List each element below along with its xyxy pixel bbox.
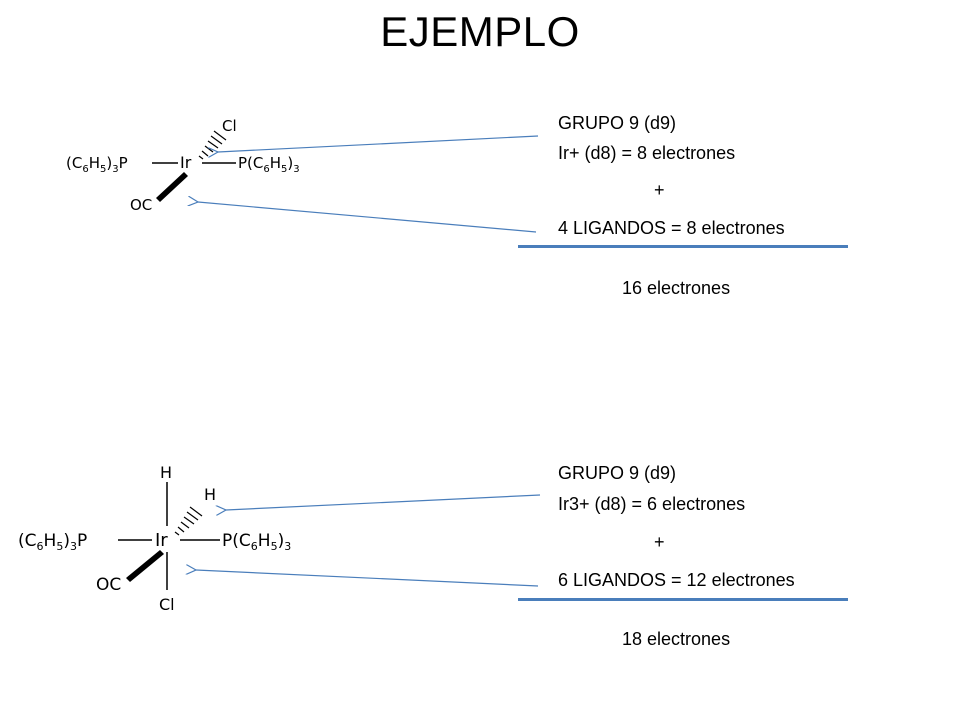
ex1-sum-rule [518, 245, 848, 248]
mol1-carbonyl-label: OC [130, 196, 152, 214]
molecule-2-structure: H (C6H5)3P Ir P(C6H5)3 H OC Cl [18, 463, 291, 614]
mol2-wedge-bond-co [126, 550, 164, 582]
mol2-diag-hydride-label: H [204, 485, 216, 504]
mol2-center-metal: Ir [155, 530, 168, 551]
mol2-hashed-bond-h [174, 506, 203, 536]
slide-title: EJEMPLO [380, 8, 580, 55]
ex1-ligand-electrons: 4 LIGANDOS = 8 electrones [558, 218, 785, 238]
mol1-wedge-bond-co [156, 172, 188, 202]
ex2-arrow-metal [226, 494, 541, 510]
mol1-left-ligand: (C6H5)3P [66, 154, 128, 175]
ex2-plus-sign: + [654, 532, 665, 552]
mol1-chloride-label: Cl [222, 117, 237, 135]
ex1-metal-electrons: Ir+ (d8) = 8 electrones [558, 143, 736, 163]
ex1-total-electrons: 16 electrones [622, 278, 731, 298]
ex1-group-label: GRUPO 9 (d9) [558, 113, 677, 133]
ex2-arrow-ligands [196, 570, 539, 587]
mol2-right-ligand: P(C6H5)3 [222, 531, 291, 553]
mol2-bottom-chloride-label: Cl [159, 595, 175, 614]
ex1-plus-sign: + [654, 180, 665, 200]
molecule-1-structure: (C6H5)3P Ir P(C6H5)3 Cl OC [66, 117, 300, 214]
mol1-center-metal: Ir [180, 153, 192, 172]
ex2-total-electrons: 18 electrones [622, 629, 731, 649]
ex2-sum-rule [518, 598, 848, 601]
ex2-metal-electrons: Ir3+ (d8) = 6 electrones [558, 494, 746, 514]
mol1-right-ligand: P(C6H5)3 [238, 154, 300, 175]
mol2-top-hydride-label: H [160, 463, 172, 482]
ex1-arrow-metal [218, 135, 539, 152]
ex2-ligand-electrons: 6 LIGANDOS = 12 electrones [558, 570, 795, 590]
ex2-group-label: GRUPO 9 (d9) [558, 463, 677, 483]
mol2-left-ligand: (C6H5)3P [18, 531, 87, 553]
ex1-arrow-ligands [198, 202, 537, 233]
mol2-carbonyl-label: OC [96, 575, 121, 595]
